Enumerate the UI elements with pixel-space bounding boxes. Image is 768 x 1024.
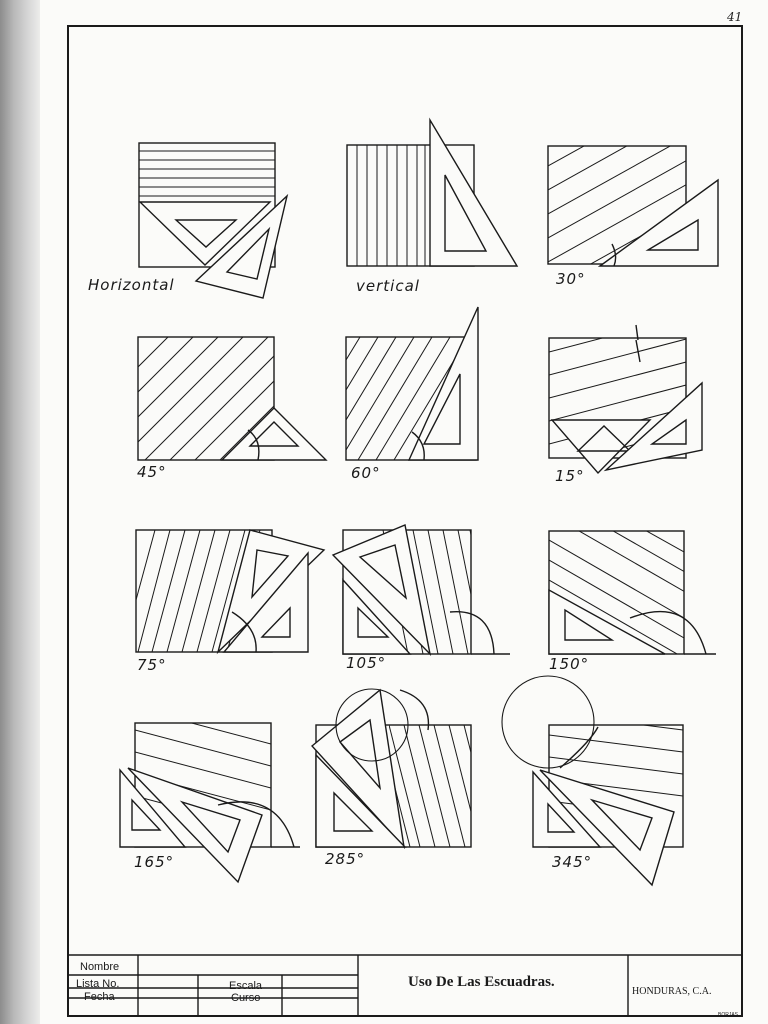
lista-label: Lista No. (76, 978, 120, 990)
figure-150-degrees (548, 530, 716, 655)
figure-75-degrees (135, 529, 326, 655)
label-vertical: vertical (356, 277, 420, 295)
label-105-degrees: 105° (346, 654, 387, 672)
scan-binding-edge (0, 0, 40, 1024)
country-label: HONDURAS, C.A. (632, 986, 712, 997)
figure-165-degrees (119, 722, 300, 884)
label-30-degrees: 30° (556, 270, 586, 288)
label-horizontal: Horizontal (88, 276, 175, 294)
label-345-degrees: 345° (552, 853, 593, 871)
figure-45-degrees (137, 336, 328, 461)
figure-60-degrees (345, 306, 479, 461)
figure-345-degrees (501, 675, 684, 887)
label-285-degrees: 285° (325, 850, 366, 868)
title-block-lines (68, 954, 742, 1016)
label-150-degrees: 150° (549, 655, 590, 673)
escala-label: Escala (229, 980, 263, 992)
label-15-degrees: 15° (555, 467, 585, 485)
page-number: 41 (727, 10, 743, 24)
curso-label: Curso (231, 992, 261, 1004)
figure-285-degrees (310, 688, 472, 850)
figure-15-degrees (548, 324, 703, 475)
drawing-border (67, 25, 743, 1017)
figure-30-degrees (547, 145, 719, 267)
label-165-degrees: 165° (134, 853, 175, 871)
label-60-degrees: 60° (351, 464, 381, 482)
label-75-degrees: 75° (137, 656, 167, 674)
nombre-label: Nombre (80, 961, 120, 973)
drawing-title: Uso De Las Escuadras. (408, 974, 555, 990)
fecha-label: Fecha (84, 991, 115, 1003)
label-45-degrees: 45° (137, 463, 167, 481)
maker-mark: BORJAS (718, 1012, 739, 1018)
figure-105-degrees (331, 524, 510, 657)
figure-vertical (346, 117, 519, 267)
figure-horizontal (138, 142, 289, 299)
